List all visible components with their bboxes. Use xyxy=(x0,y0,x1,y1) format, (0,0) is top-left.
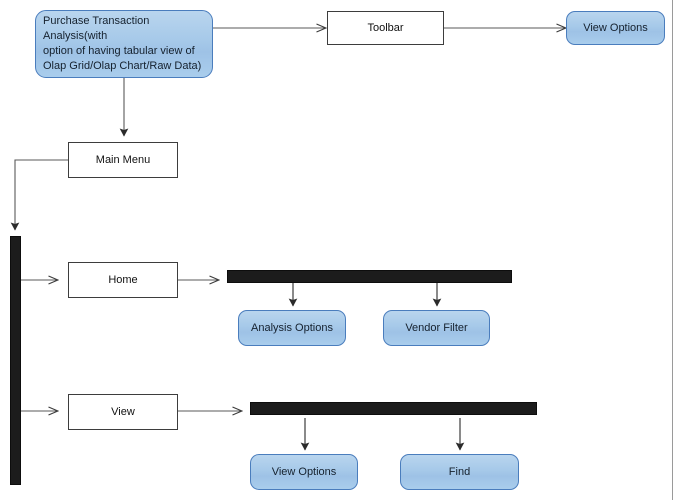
node-analysis-options-label: Analysis Options xyxy=(251,321,333,334)
pta-line-1: Purchase Transaction Analysis(with xyxy=(43,15,150,43)
node-analysis-options[interactable]: Analysis Options xyxy=(238,310,346,346)
home-fork-bar xyxy=(227,270,512,283)
node-main-menu-label: Main Menu xyxy=(95,153,151,166)
node-home[interactable]: Home xyxy=(68,262,178,298)
node-view-options-label: View Options xyxy=(271,465,337,478)
node-view[interactable]: View xyxy=(68,394,178,430)
node-vendor-filter-label: Vendor Filter xyxy=(405,321,468,334)
node-view-options[interactable]: View Options xyxy=(250,454,358,490)
menu-spine-bar xyxy=(10,236,21,485)
node-toolbar-label: Toolbar xyxy=(367,21,404,34)
pta-line-2: option of having tabular view of xyxy=(43,45,195,57)
node-find[interactable]: Find xyxy=(400,454,519,490)
node-find-label: Find xyxy=(448,465,471,478)
pta-line-3: Olap Grid/Olap Chart/Raw Data) xyxy=(43,59,202,72)
node-home-label: Home xyxy=(108,273,138,286)
node-purchase-transaction-analysis[interactable]: Purchase Transaction Analysis(with optio… xyxy=(35,10,213,78)
node-vendor-filter[interactable]: Vendor Filter xyxy=(383,310,490,346)
connector-main-menu-to-spine xyxy=(10,159,68,231)
node-toolbar-view-options[interactable]: View Options xyxy=(566,11,665,45)
node-toolbar-view-options-label: View Options xyxy=(583,21,648,34)
view-fork-bar xyxy=(250,402,537,415)
node-main-menu[interactable]: Main Menu xyxy=(68,142,178,178)
node-toolbar[interactable]: Toolbar xyxy=(327,11,444,45)
page-right-border xyxy=(672,0,673,500)
node-view-label: View xyxy=(111,405,135,418)
node-purchase-transaction-analysis-text: Purchase Transaction Analysis(with optio… xyxy=(43,14,206,73)
